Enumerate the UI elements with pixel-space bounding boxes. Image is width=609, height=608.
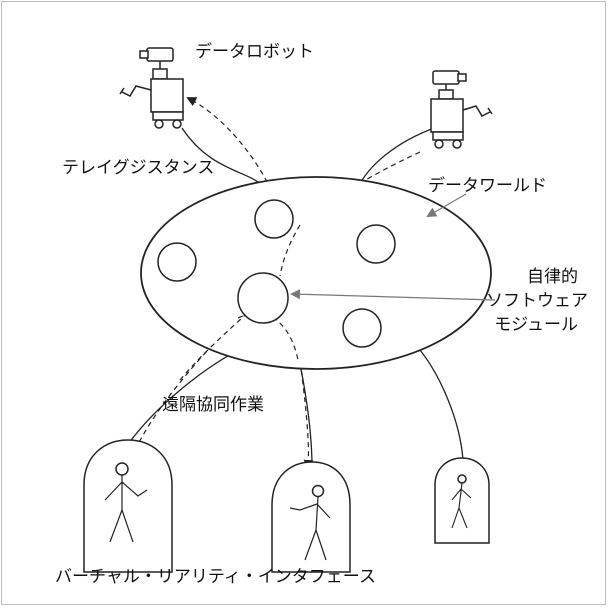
human-capsule-icon [271, 461, 351, 573]
module-circle-center [237, 272, 289, 324]
label-virtual-reality-interface: バーチャル・リアリティ・インタフェース [55, 567, 376, 587]
module-circle-right-top [356, 224, 396, 264]
robot-icon [119, 47, 184, 129]
link-left-robot-to-world [181, 127, 263, 186]
label-remote-collaboration: 遠隔協同作業 [162, 395, 264, 415]
human-capsule-icon [434, 457, 490, 544]
pointer-data-world [426, 193, 467, 218]
label-telexistence: テレイグジスタンス [62, 158, 215, 178]
module-circle-right-bottom [342, 308, 382, 348]
human-capsule-icon [83, 439, 173, 573]
module-circle-left [157, 242, 197, 282]
label-autonomous-module-line3: モジュール [494, 315, 578, 335]
label-data-world: データワールド [428, 176, 547, 196]
label-data-robot: データロボット [195, 42, 314, 62]
robot-icon [430, 70, 493, 149]
pointer-autonomous-module [290, 289, 496, 301]
link-right-capsule-to-world [419, 349, 464, 461]
data-world-ellipse [140, 176, 492, 370]
label-autonomous-module-line1: 自律的 [527, 267, 578, 287]
label-autonomous-module-line2: ソフトウェア [486, 291, 588, 311]
dashed-left-robot-path [134, 97, 287, 451]
label-autonomous-module: 自律的 ソフトウェア モジュール [486, 265, 588, 337]
module-circles [157, 199, 396, 348]
module-circle-top [254, 199, 294, 239]
